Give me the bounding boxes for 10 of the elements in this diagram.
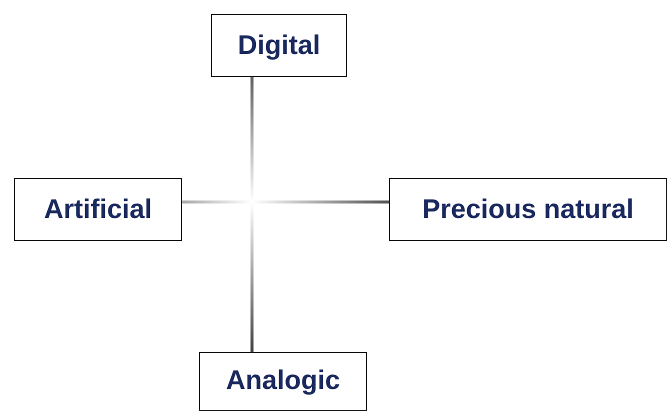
label-box (199, 352, 367, 411)
box-label: Analogic (226, 365, 340, 396)
tapered-line (182, 200, 389, 204)
box-label: Precious natural (422, 194, 634, 225)
tapered-line (250, 77, 254, 352)
box-label: Digital (238, 30, 320, 61)
label-box (14, 178, 182, 241)
label-box (389, 178, 667, 241)
box-label: Artificial (44, 194, 152, 225)
label-box (211, 14, 347, 77)
